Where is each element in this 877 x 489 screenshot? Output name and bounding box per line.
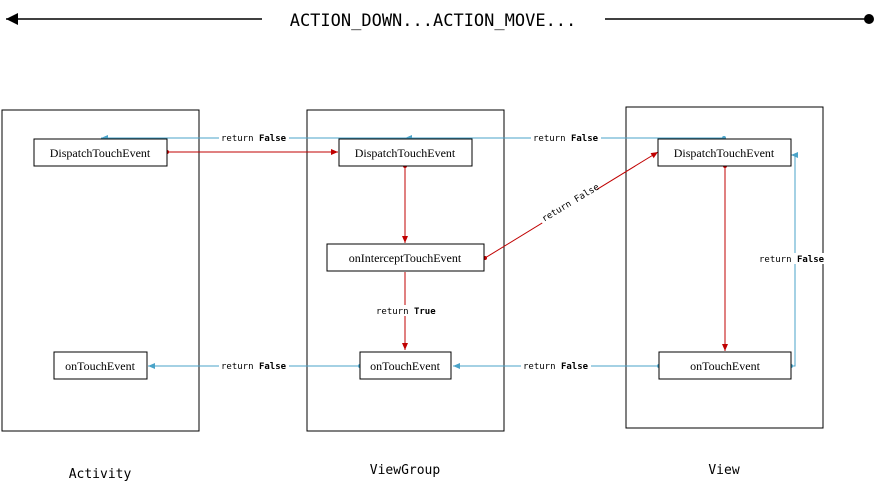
timeline: ACTION_DOWN...ACTION_MOVE... (6, 11, 874, 31)
svg-text:return False: return False (221, 134, 287, 144)
edge-label-vg-to-act-ontouch: return False (219, 360, 289, 372)
node-label: onTouchEvent (65, 359, 135, 373)
edge-label-prefix: return (221, 362, 259, 372)
edge-label-value: False (571, 134, 599, 144)
edge-label-vg-to-act-dispatch: return False (219, 132, 289, 144)
view-dispatch-node: DispatchTouchEvent (657, 138, 792, 167)
edge-label-intercept-to-view: return False (537, 182, 601, 225)
view-ontouch-node: onTouchEvent (658, 351, 792, 380)
edge-label-prefix: return (221, 134, 259, 144)
viewgroup-ontouch-node: onTouchEvent (359, 351, 452, 380)
timeline-end-dot (864, 14, 874, 24)
edge-label-view-to-vg-dispatch: return False (531, 132, 601, 144)
svg-text:return False: return False (540, 183, 601, 225)
node-label: DispatchTouchEvent (355, 146, 456, 160)
column-label-activity: Activity (69, 467, 132, 482)
activity-ontouch-node: onTouchEvent (53, 351, 148, 380)
edge-label-value: False (797, 255, 825, 265)
node-label: DispatchTouchEvent (50, 146, 151, 160)
edge-label-value: False (561, 362, 589, 372)
activity-dispatch-node: DispatchTouchEvent (33, 138, 168, 167)
viewgroup-intercept-node: onInterceptTouchEvent (326, 243, 485, 272)
node-label: onTouchEvent (690, 359, 760, 373)
edge-label-intercept-true: return True (374, 305, 438, 317)
edge-label-prefix: return (759, 255, 797, 265)
svg-text:return False: return False (523, 362, 589, 372)
node-label: onInterceptTouchEvent (349, 251, 462, 265)
column-label-viewgroup: ViewGroup (370, 463, 441, 478)
edge-label-value: False (259, 362, 287, 372)
edge-label-prefix: return (376, 307, 414, 317)
edge-label-view-to-vg-ontouch: return False (521, 360, 591, 372)
svg-text:return False: return False (221, 362, 287, 372)
node-label: onTouchEvent (370, 359, 440, 373)
edge-label-prefix: return (533, 134, 571, 144)
edge-label-value: True (414, 307, 436, 317)
timeline-title: ACTION_DOWN...ACTION_MOVE... (290, 11, 577, 31)
svg-text:return False: return False (759, 255, 825, 265)
svg-text:return False: return False (533, 134, 599, 144)
edge-label-value: False (259, 134, 287, 144)
svg-text:return True: return True (376, 307, 436, 317)
column-label-view: View (708, 463, 739, 478)
viewgroup-dispatch-node: DispatchTouchEvent (338, 138, 473, 167)
edge-label-view-return: return False (757, 253, 825, 265)
edge-label-prefix: return (523, 362, 561, 372)
node-label: DispatchTouchEvent (674, 146, 775, 160)
